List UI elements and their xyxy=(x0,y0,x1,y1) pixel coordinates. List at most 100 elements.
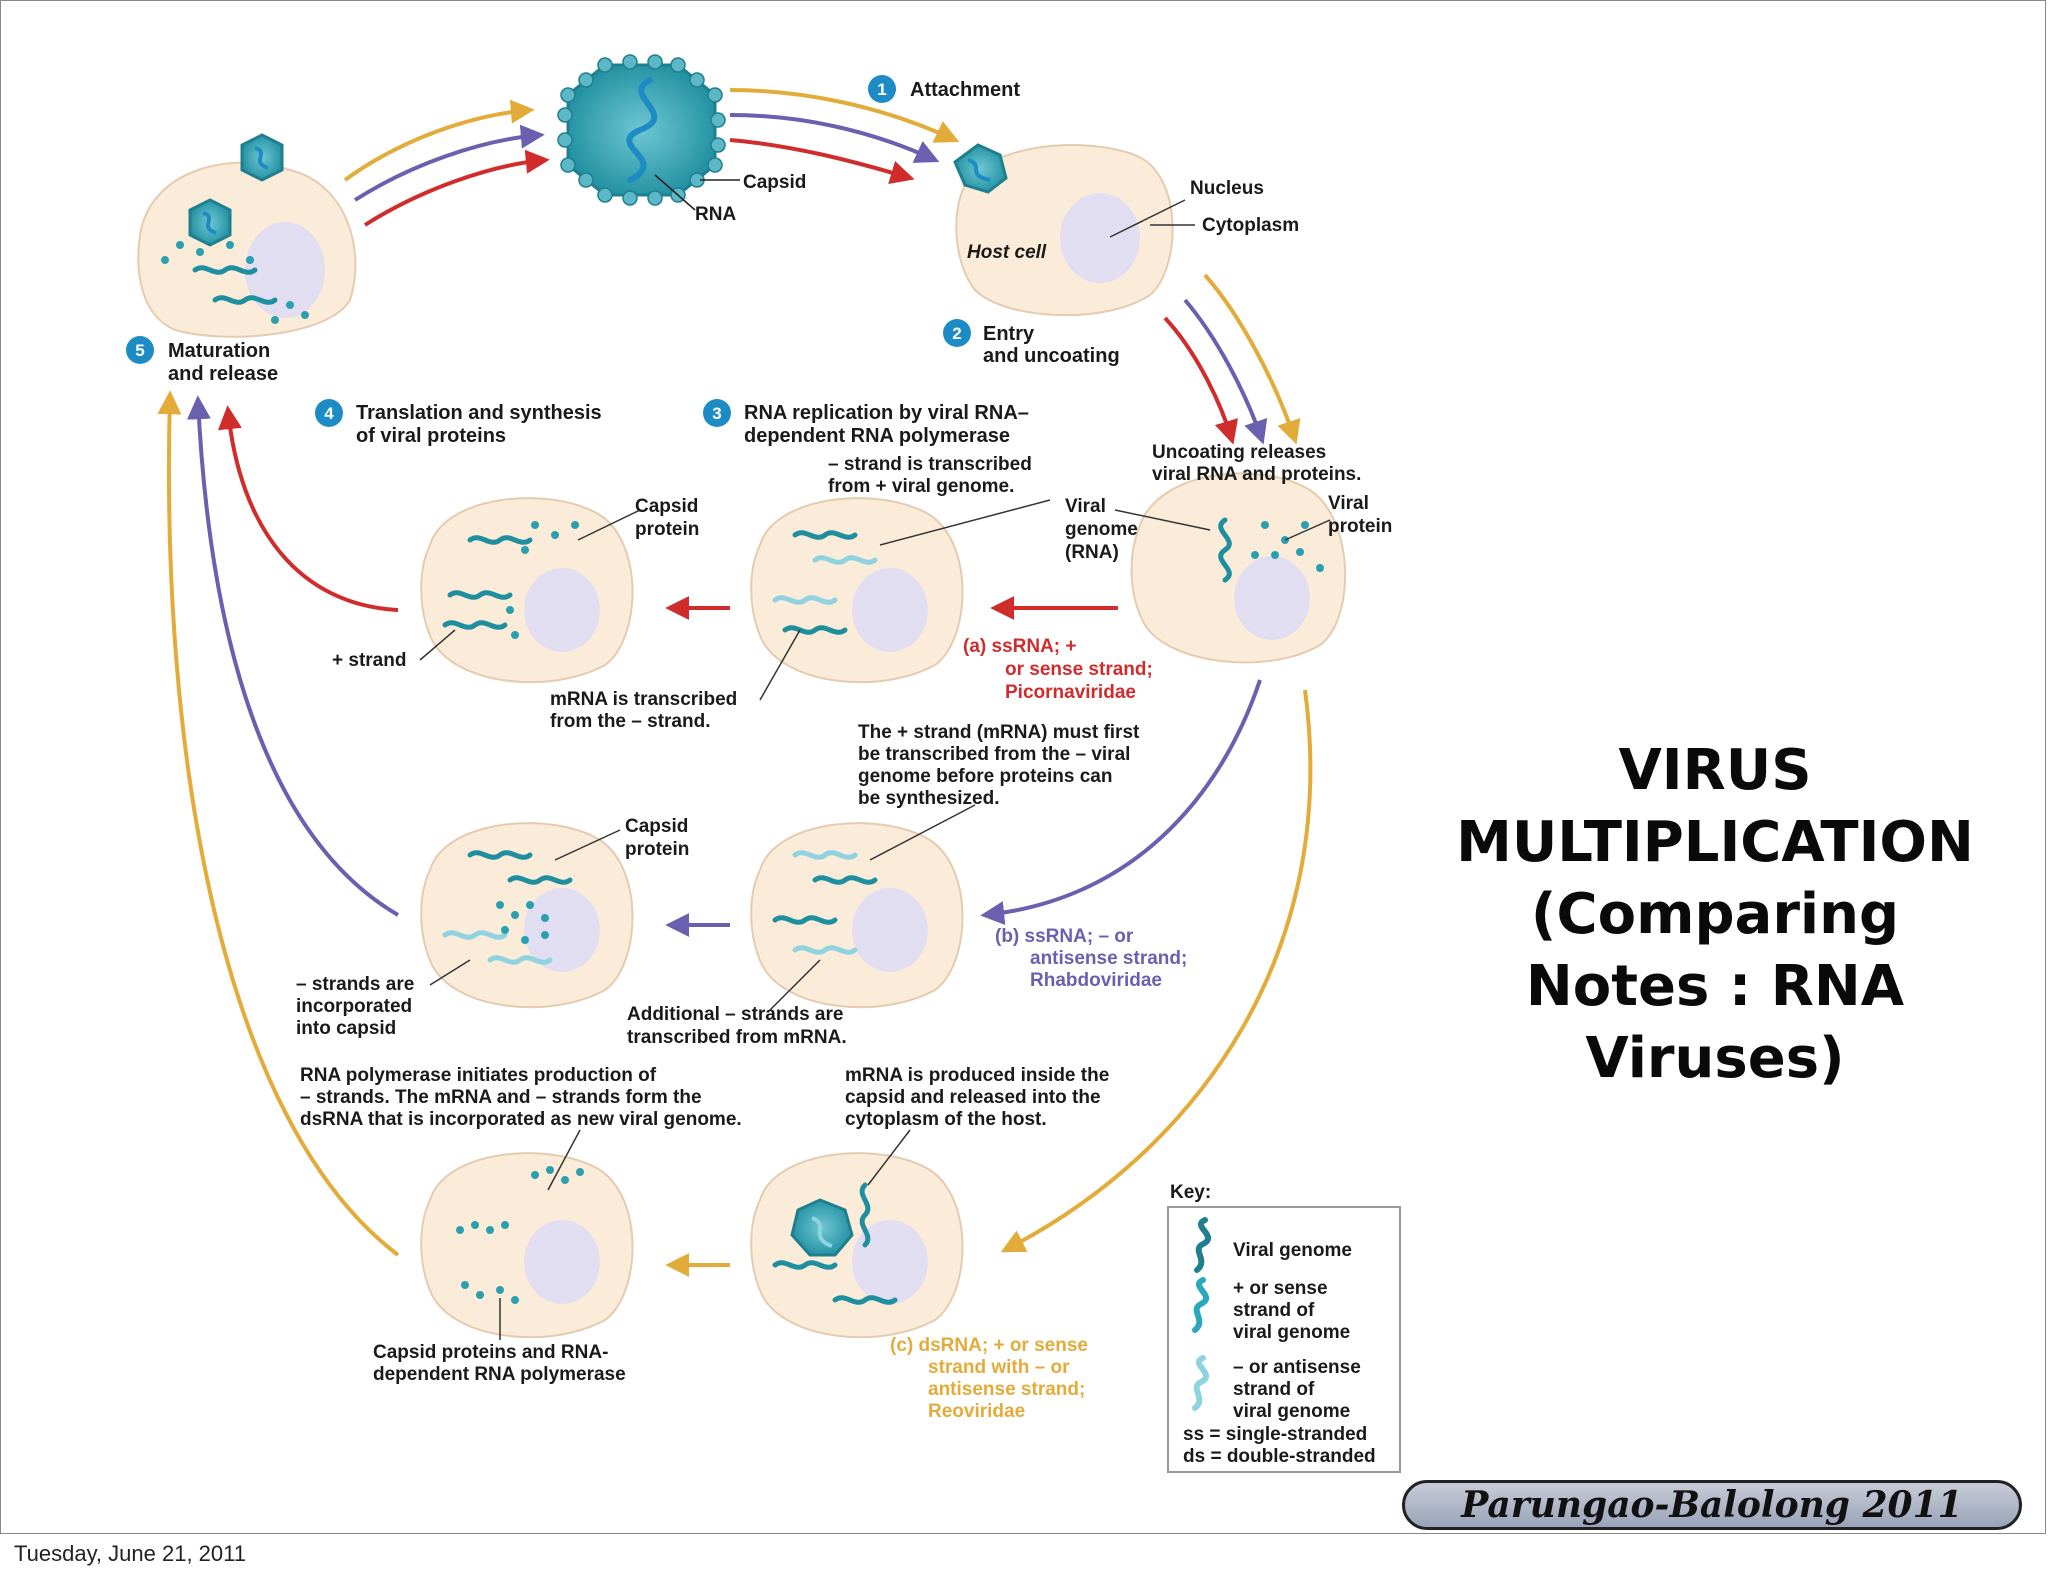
nucleus xyxy=(852,1220,928,1304)
rna-label: RNA xyxy=(695,204,736,225)
step-number: 4 xyxy=(324,404,334,423)
step-number: 2 xyxy=(952,324,961,343)
type-c-label: Reoviridae xyxy=(928,1401,1025,1422)
polymerase-text: RNA polymerase initiates production of xyxy=(300,1065,657,1086)
yellow-path xyxy=(1203,273,1301,445)
capsid-protein-label: Capsid xyxy=(625,816,688,837)
capsid-protein-label: protein xyxy=(625,839,689,860)
uncoating-text: Uncoating releases xyxy=(1152,442,1326,463)
red-path xyxy=(363,149,550,227)
slide-date: Tuesday, June 21, 2011 xyxy=(14,1541,246,1566)
type-a-label: (a) ssRNA; + xyxy=(963,636,1077,657)
capsid-protein-label: protein xyxy=(635,519,699,540)
plus-first-text: The + strand (mRNA) must first xyxy=(858,722,1140,743)
small-rna xyxy=(967,158,991,182)
key-viral-genome: Viral genome xyxy=(1233,1240,1352,1261)
small-virions xyxy=(188,133,1008,1257)
mrna-inside-text: capsid and released into the xyxy=(845,1087,1101,1108)
pathway-arrows xyxy=(157,88,1313,1277)
key-ds: ds = double-stranded xyxy=(1183,1446,1376,1467)
key-plus-sense: strand of xyxy=(1233,1300,1315,1321)
key-legend: Key: Viral genome + or sense strand of v… xyxy=(1167,1182,1401,1473)
mrna-transcribed-text: mRNA is transcribed xyxy=(550,689,737,710)
row-b-labels: The + strand (mRNA) must first be transc… xyxy=(296,722,1187,1048)
type-b-label: Rhabdoviridae xyxy=(1030,970,1162,991)
host-cell-label: Host cell xyxy=(967,242,1047,263)
step-label: Attachment xyxy=(910,79,1020,101)
cell-a-left xyxy=(420,497,634,684)
strands xyxy=(192,265,1232,1305)
nucleus xyxy=(524,568,600,652)
minus-transcribed-text: from + viral genome. xyxy=(828,476,1014,497)
viral-genome-label: genome xyxy=(1065,519,1138,540)
nucleus xyxy=(852,888,928,972)
protein-dots xyxy=(161,241,1324,1304)
key-plus-sense: + or sense xyxy=(1233,1278,1328,1299)
minus-incorporated-text: incorporated xyxy=(296,996,412,1017)
type-b-label: (b) ssRNA; – or xyxy=(995,926,1134,947)
mrna-inside-text: cytoplasm of the host. xyxy=(845,1109,1047,1130)
key-minus-sense: – or antisense xyxy=(1233,1357,1361,1378)
cell-c-left xyxy=(420,1152,634,1339)
nucleus xyxy=(852,568,928,652)
plus-strand-label: + strand xyxy=(332,650,406,671)
plus-first-text: be transcribed from the – viral xyxy=(858,744,1130,765)
step-label: dependent RNA polymerase xyxy=(744,425,1010,447)
yellow-path xyxy=(343,99,535,182)
rna-leader xyxy=(654,174,696,211)
step-labels: Attachment Entry and uncoating RNA repli… xyxy=(168,79,1120,447)
title-line: Notes : RNA xyxy=(1525,954,1905,1019)
plus-strand-icon xyxy=(1192,1277,1209,1333)
small-rna xyxy=(202,211,217,235)
maturation-cell xyxy=(137,161,357,338)
small-rna xyxy=(254,146,269,170)
type-c-label: strand with – or xyxy=(928,1357,1070,1378)
minus-incorporated-text: – strands are xyxy=(296,974,414,995)
key-minus-sense: strand of xyxy=(1233,1379,1315,1400)
key-minus-sense: viral genome xyxy=(1233,1401,1350,1422)
red-path xyxy=(1163,316,1238,445)
step-number: 3 xyxy=(712,404,721,423)
plus-first-text: genome before proteins can xyxy=(858,766,1112,787)
step-label: and release xyxy=(168,363,278,385)
title-line: Viruses) xyxy=(1585,1026,1845,1091)
nucleus xyxy=(524,1220,600,1304)
minus-incorporated-text: into capsid xyxy=(296,1018,396,1039)
uncoating-cell xyxy=(1130,472,1347,664)
step-number: 1 xyxy=(877,80,886,99)
purple-path xyxy=(353,124,545,202)
credit-badge: Parungao-Balolong 2011 xyxy=(1402,1480,2022,1530)
nucleus xyxy=(245,222,325,318)
step-number: 5 xyxy=(135,341,144,360)
capsid-label: Capsid xyxy=(743,172,806,193)
key-ss: ss = single-stranded xyxy=(1183,1424,1367,1445)
capsid-proteins-text: dependent RNA polymerase xyxy=(373,1364,626,1385)
nucleus xyxy=(1060,193,1140,283)
type-a-label: Picornaviridae xyxy=(1005,682,1136,703)
step-label: of viral proteins xyxy=(356,425,506,447)
type-a-label: or sense strand; xyxy=(1005,659,1153,680)
uncoating-labels: Uncoating releases viral RNA and protein… xyxy=(1065,442,1392,563)
host-cells xyxy=(137,144,1347,1339)
key-plus-sense: viral genome xyxy=(1233,1322,1350,1343)
viral-genome-label: Viral xyxy=(1065,496,1106,517)
purple-path xyxy=(186,395,400,917)
step-label: RNA replication by viral RNA– xyxy=(744,402,1029,424)
plus-first-text: be synthesized. xyxy=(858,788,1000,809)
capsid-protein-label: Capsid xyxy=(635,496,698,517)
step-label: Maturation xyxy=(168,340,270,362)
small-rna xyxy=(811,1216,833,1248)
nucleus xyxy=(524,888,600,972)
yellow-path xyxy=(157,390,400,1257)
step-label: Translation and synthesis xyxy=(356,402,602,424)
virus-multiplication-diagram: 1 2 3 4 5 Attachment Entry and uncoating… xyxy=(126,54,1401,1473)
additional-strands-text: transcribed from mRNA. xyxy=(627,1027,847,1048)
step-label: and uncoating xyxy=(983,345,1120,367)
viral-protein-label: protein xyxy=(1328,516,1392,537)
polymerase-text: dsRNA that is incorporated as new viral … xyxy=(300,1109,742,1130)
yellow-path xyxy=(729,88,960,143)
minus-strand-icon xyxy=(1192,1355,1209,1411)
nucleus xyxy=(1234,556,1310,640)
type-c-label: antisense strand; xyxy=(928,1379,1085,1400)
viral-genome-label: (RNA) xyxy=(1065,542,1119,563)
